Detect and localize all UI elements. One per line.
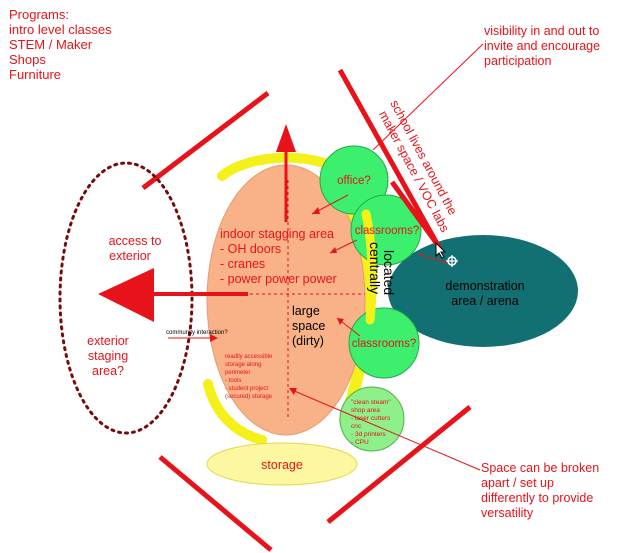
storage-label: storage bbox=[261, 458, 303, 472]
office-circle bbox=[319, 145, 389, 215]
up-arrow-head bbox=[276, 124, 296, 152]
boundary-line-bottom-right bbox=[326, 405, 472, 524]
svg-text:shop area: shop area bbox=[351, 407, 380, 414]
leader-visibility bbox=[372, 43, 484, 151]
svg-text:storage along: storage along bbox=[225, 362, 261, 368]
svg-text:access to: access to bbox=[109, 234, 162, 248]
demonstration-label: demonstration area / arena bbox=[445, 279, 524, 308]
boundary-line-bottom-left bbox=[158, 455, 273, 552]
programs-item: Shops bbox=[9, 52, 46, 67]
svg-text:space: space bbox=[292, 319, 325, 333]
svg-text:exterior: exterior bbox=[87, 334, 129, 348]
classrooms-label-bottom: classrooms? bbox=[352, 338, 417, 350]
svg-text:apart / set up: apart / set up bbox=[481, 476, 554, 490]
svg-text:(dirty): (dirty) bbox=[292, 334, 324, 348]
classrooms-label-top: classrooms? bbox=[355, 225, 420, 237]
indoor-staging-label: indoor stagging area - OH doors - cranes… bbox=[220, 227, 337, 286]
svg-text:"clean steam": "clean steam" bbox=[351, 399, 391, 406]
boundary-line-top-right bbox=[337, 68, 443, 251]
storage-notes: readily accessible storage along perimet… bbox=[225, 354, 273, 400]
yellow-highlight-central bbox=[361, 209, 377, 325]
exterior-staging-ellipse bbox=[58, 161, 194, 435]
visibility-note: visibility in and out to invite and enco… bbox=[484, 24, 600, 68]
svg-text:differently to provide: differently to provide bbox=[481, 491, 593, 505]
versatility-note: Space can be broken apart / set up diffe… bbox=[481, 461, 599, 520]
svg-text:- laser cutters: - laser cutters bbox=[351, 415, 391, 422]
programs-block: Programs: intro level classes STEM / Mak… bbox=[9, 7, 112, 82]
svg-text:exterior: exterior bbox=[109, 249, 151, 263]
move-cursor-icon bbox=[435, 241, 458, 267]
red-bar-right bbox=[389, 180, 443, 250]
leader-versatility bbox=[291, 389, 481, 471]
programs-item: intro level classes bbox=[9, 22, 112, 37]
leader-classrooms-bottom-head bbox=[337, 318, 344, 325]
boundary-line-top-left bbox=[141, 91, 270, 190]
yellow-highlight-bottom bbox=[203, 379, 267, 445]
svg-text:readily accessible: readily accessible bbox=[225, 354, 273, 360]
programs-heading: Programs: bbox=[9, 7, 69, 22]
clean-steam-circle bbox=[339, 386, 405, 452]
left-arrow-head bbox=[98, 268, 154, 322]
classroom-circle-bottom bbox=[348, 307, 420, 379]
svg-text:- OH doors: - OH doors bbox=[220, 242, 281, 256]
clean-steam-label: "clean steam" shop area - laser cutters … bbox=[351, 399, 391, 446]
demonstration-ellipse bbox=[388, 235, 578, 347]
svg-text:area / arena: area / arena bbox=[451, 294, 518, 308]
svg-text:Space can be broken: Space can be broken bbox=[481, 461, 599, 475]
svg-text:perimeter: perimeter bbox=[225, 370, 250, 376]
programs-item: STEM / Maker bbox=[9, 37, 93, 52]
office-label: office? bbox=[337, 175, 371, 187]
storage-ellipse bbox=[206, 442, 358, 486]
svg-text:located: located bbox=[381, 250, 397, 295]
svg-text:area?: area? bbox=[92, 364, 124, 378]
svg-text:large: large bbox=[292, 304, 320, 318]
community-interaction-label: community interaction? bbox=[166, 330, 228, 336]
svg-text:- tools: - tools bbox=[225, 378, 241, 384]
exterior-staging-label: exterior staging area? bbox=[87, 334, 129, 378]
leader-classrooms-head bbox=[330, 247, 337, 253]
svg-text:- cranes: - cranes bbox=[220, 257, 265, 271]
programs-item: Furniture bbox=[9, 67, 61, 82]
yellow-highlight-top bbox=[217, 152, 335, 181]
leader-office-head bbox=[312, 207, 320, 214]
svg-text:indoor stagging area: indoor stagging area bbox=[220, 227, 334, 241]
leader-community-head bbox=[210, 334, 218, 342]
svg-text:participation: participation bbox=[484, 54, 551, 68]
svg-text:- CPU: - CPU bbox=[351, 439, 369, 446]
leader-versatility-head bbox=[289, 388, 297, 395]
svg-text:- 3d printers: - 3d printers bbox=[351, 431, 386, 438]
leader-demo bbox=[417, 253, 449, 264]
svg-text:centrally: centrally bbox=[367, 242, 383, 294]
centrally-located-label: centrally located bbox=[367, 242, 397, 295]
svg-text:staging: staging bbox=[88, 349, 128, 363]
svg-text:- power power power: - power power power bbox=[220, 272, 337, 286]
svg-text:visibility in and out to: visibility in and out to bbox=[484, 24, 599, 38]
access-exterior-label: access to exterior bbox=[109, 234, 162, 263]
svg-text:invite and encourage: invite and encourage bbox=[484, 39, 600, 53]
svg-text:- student project: - student project bbox=[225, 386, 268, 392]
svg-text:versatility: versatility bbox=[481, 506, 534, 520]
svg-text:demonstration: demonstration bbox=[445, 279, 524, 293]
large-space-label: large space (dirty) bbox=[292, 304, 325, 348]
svg-text:(secured) storage: (secured) storage bbox=[225, 394, 273, 400]
svg-text:cnc: cnc bbox=[351, 423, 362, 430]
